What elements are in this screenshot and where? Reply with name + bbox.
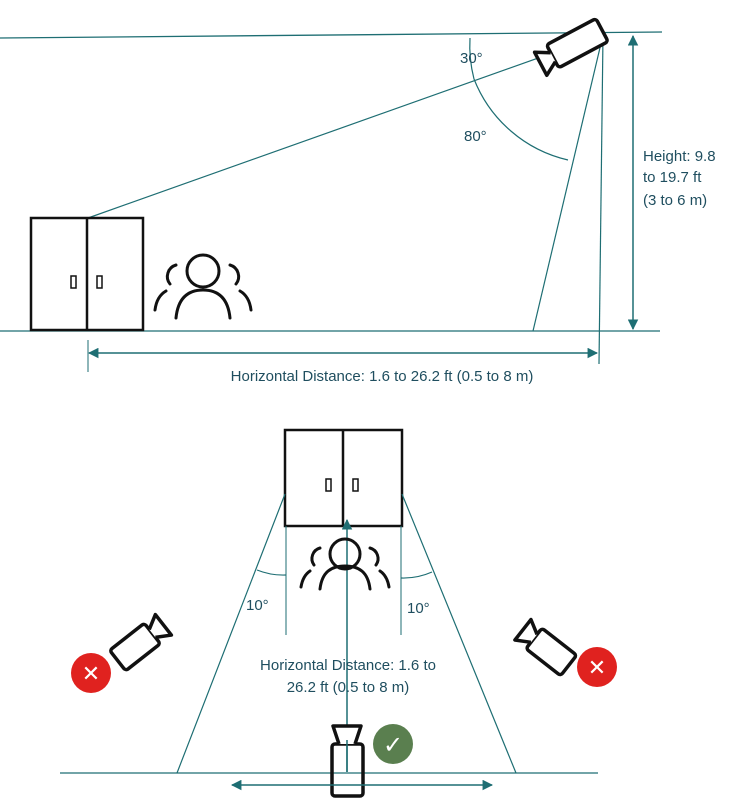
camera-icon	[109, 612, 174, 672]
angle-label-30: 30°	[460, 50, 483, 67]
camera-icon	[532, 17, 609, 78]
wrong-mark-right: ✕	[588, 656, 606, 681]
height-label-2: to 19.7 ft	[643, 169, 702, 186]
people-icon	[153, 253, 253, 320]
fov-lower-line	[532, 34, 604, 332]
angle-arc-80	[473, 78, 569, 161]
coverage-left-line	[176, 493, 286, 774]
camera-icon	[513, 617, 578, 677]
horizontal-distance-label: Horizontal Distance: 1.6 to 26.2 ft (0.5…	[231, 368, 534, 385]
ceiling-line	[0, 31, 663, 39]
wrong-placement-icon: ✕	[577, 647, 617, 687]
wrong-mark-left: ✕	[82, 662, 100, 687]
angle-arc-30	[469, 37, 475, 80]
side-view: 30° 80° Height: 9.8 to 19.7 ft (3 to 6 m…	[0, 17, 716, 385]
correct-placement-icon: ✓	[373, 724, 413, 764]
fov-upper-line	[87, 34, 604, 219]
top-view: 10° 10° Horizontal Distance: 1.6 to 26.2…	[60, 428, 617, 798]
angle-label-80: 80°	[464, 128, 487, 145]
wrong-placement-icon: ✕	[71, 653, 111, 693]
distance-label-1: Horizontal Distance: 1.6 to	[260, 657, 436, 674]
distance-label-2: 26.2 ft (0.5 to 8 m)	[287, 679, 410, 696]
correct-mark: ✓	[383, 731, 403, 759]
height-label-3: (3 to 6 m)	[643, 192, 707, 209]
people-icon	[299, 537, 391, 591]
coverage-right-line	[401, 493, 517, 774]
angle-label-right: 10°	[407, 600, 430, 617]
angle-label-left: 10°	[246, 597, 269, 614]
angle-arc-right	[400, 571, 433, 579]
door-icon	[29, 216, 145, 332]
door-icon	[283, 428, 404, 528]
height-label-1: Height: 9.8	[643, 148, 716, 165]
angle-arc-left	[256, 569, 287, 576]
camera-vertical-line	[598, 34, 604, 365]
